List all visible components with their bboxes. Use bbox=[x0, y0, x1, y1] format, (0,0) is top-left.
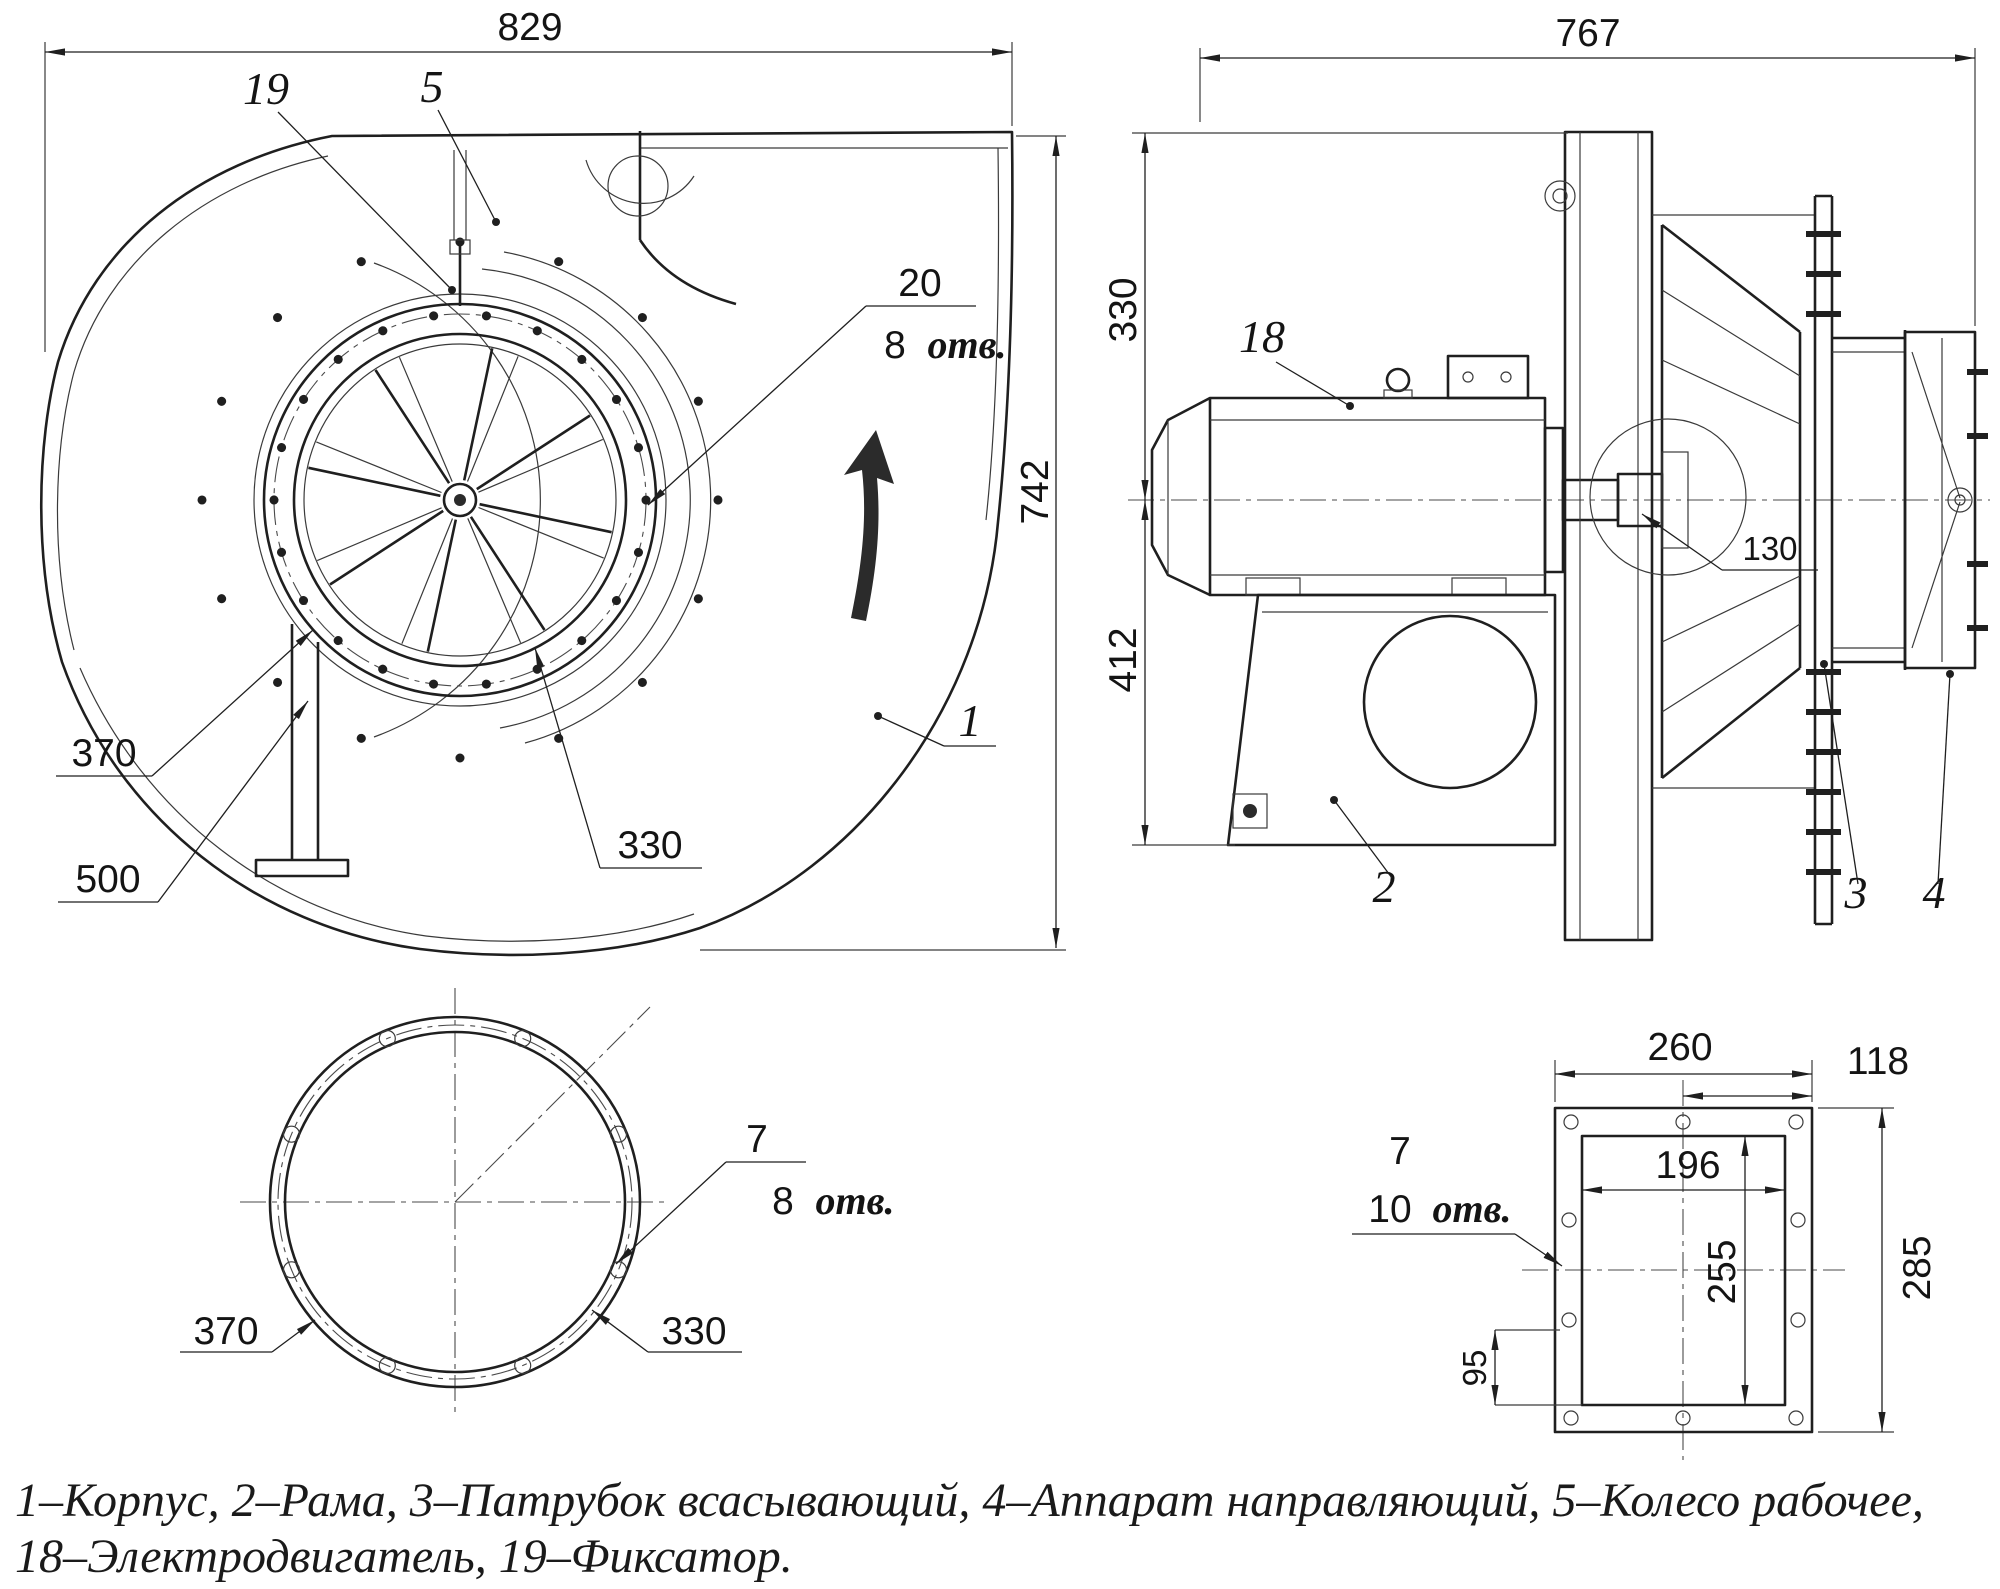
outlet-dim-95: 95 bbox=[1456, 1350, 1493, 1387]
outlet-dim-196: 196 bbox=[1655, 1144, 1720, 1187]
fixator bbox=[449, 150, 471, 306]
outlet-dim-118: 118 bbox=[1847, 1040, 1909, 1083]
inlet-flange-side bbox=[1806, 194, 1841, 926]
inlet-flange-view: 7 8 отв. 370 330 bbox=[180, 988, 894, 1416]
electric-motor bbox=[1150, 354, 1620, 597]
holes-word: отв. bbox=[928, 322, 1007, 367]
inlet-hole-diameter: 7 bbox=[746, 1118, 768, 1161]
dim-axis-to-top: 330 bbox=[1102, 277, 1145, 342]
terminal-box bbox=[1446, 354, 1530, 400]
frame bbox=[1226, 593, 1557, 847]
outlet-holes-word: отв. bbox=[1433, 1186, 1512, 1231]
dim-330-front: 330 bbox=[617, 824, 682, 867]
outlet-hole-count: 10 bbox=[1368, 1188, 1411, 1231]
inlet-inner-circle bbox=[283, 1030, 627, 1374]
dim-overall-height: 742 bbox=[1014, 459, 1057, 524]
legend: 1–Корпус, 2–Рама, 3–Патрубок всасывающий… bbox=[15, 1474, 1924, 1583]
impeller-blades bbox=[308, 348, 612, 652]
lifting-eye bbox=[1385, 367, 1411, 393]
callout-18: 18 bbox=[1239, 311, 1285, 362]
outlet-hole-diameter: 7 bbox=[1389, 1130, 1411, 1173]
dim-500: 500 bbox=[75, 858, 140, 901]
outlet-outer-rect bbox=[1553, 1106, 1814, 1434]
callout-19: 19 bbox=[243, 63, 289, 114]
dim-overall-depth: 767 bbox=[1555, 12, 1620, 55]
callout-5: 5 bbox=[421, 61, 444, 112]
volute-outline bbox=[39, 130, 1014, 957]
dim-shaft-length: 130 bbox=[1742, 530, 1797, 567]
front-view: 829 742 19 5 20 8 отв. 370 500 330 1 bbox=[39, 6, 1066, 957]
rotation-arrow bbox=[844, 430, 894, 621]
callout-1: 1 bbox=[959, 695, 982, 746]
callout-2: 2 bbox=[1373, 861, 1396, 912]
hole-count: 8 bbox=[884, 324, 906, 367]
legend-line-1: 1–Корпус, 2–Рама, 3–Патрубок всасывающий… bbox=[15, 1474, 1924, 1527]
inlet-bolt-holes bbox=[282, 1029, 628, 1375]
dim-axis-to-base: 412 bbox=[1102, 627, 1145, 692]
lifting-hole bbox=[607, 155, 669, 217]
outlet-dim-285: 285 bbox=[1896, 1235, 1939, 1300]
inlet-dim-370: 370 bbox=[193, 1310, 258, 1353]
outlet-inner-rect bbox=[1580, 1134, 1787, 1407]
inlet-outer-circle bbox=[268, 1015, 642, 1389]
casing-side bbox=[1544, 130, 1815, 942]
outlet-dim-260: 260 bbox=[1647, 1026, 1712, 1069]
inlet-hole-count: 8 bbox=[772, 1180, 794, 1223]
frame-hole bbox=[1362, 614, 1538, 790]
impeller-side bbox=[1589, 223, 1802, 780]
guide-apparatus bbox=[1903, 330, 1988, 670]
dim-hole-diameter: 20 bbox=[898, 262, 941, 305]
side-view: 767 330 412 130 18 2 3 4 bbox=[1102, 12, 1990, 942]
legend-line-2: 18–Электродвигатель, 19–Фиксатор. bbox=[15, 1530, 793, 1583]
dim-370: 370 bbox=[71, 732, 136, 775]
outlet-dim-255: 255 bbox=[1701, 1239, 1744, 1304]
support-strut bbox=[254, 624, 350, 878]
flange-bolt-dots bbox=[269, 309, 651, 691]
outlet-bolt-holes bbox=[1561, 1114, 1806, 1426]
dim-overall-width: 829 bbox=[497, 6, 562, 49]
hub bbox=[442, 482, 478, 518]
callout-4: 4 bbox=[1923, 867, 1946, 918]
inlet-dim-330: 330 bbox=[661, 1310, 726, 1353]
cutoff-tongue bbox=[638, 239, 737, 306]
inlet-holes-word: отв. bbox=[816, 1178, 895, 1223]
callout-3: 3 bbox=[1844, 867, 1868, 918]
outlet-flange-view: 260 118 7 10 отв. 196 255 285 95 bbox=[1352, 1026, 1939, 1460]
